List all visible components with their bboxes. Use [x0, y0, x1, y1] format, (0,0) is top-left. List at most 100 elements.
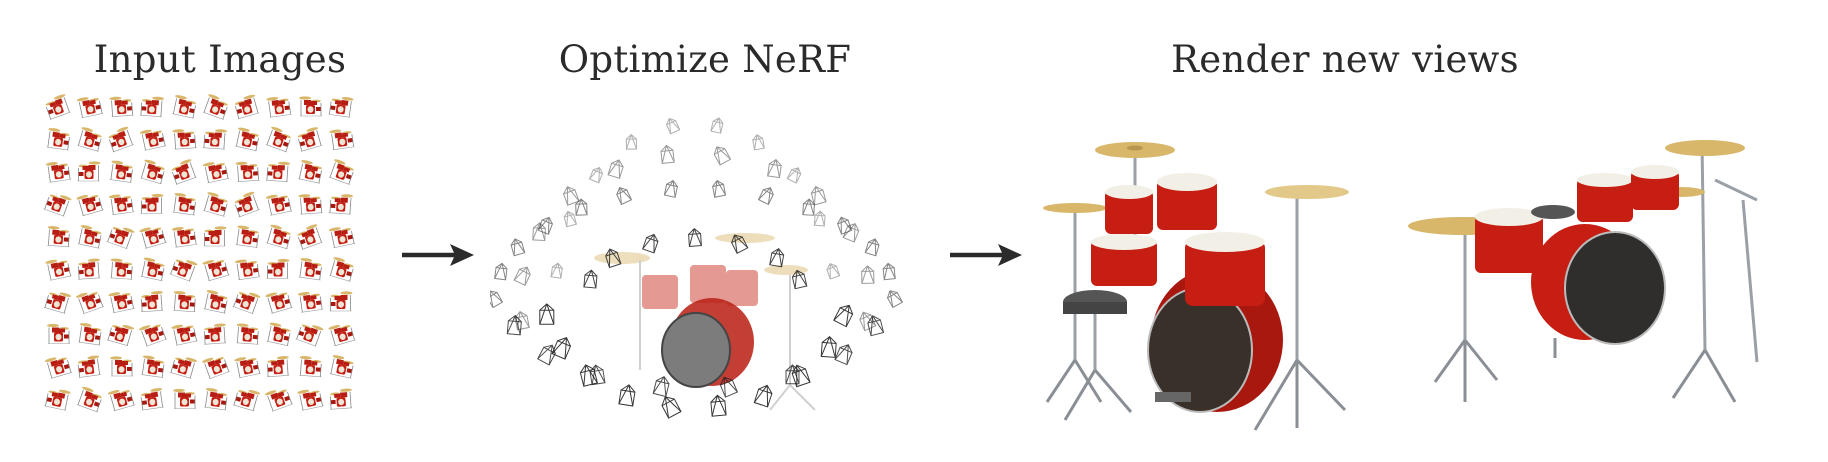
- input-thumbnail: [169, 255, 199, 283]
- input-thumbnail: [75, 354, 103, 378]
- input-thumbnail: [329, 290, 353, 312]
- camera-frustum-icon: [589, 364, 606, 386]
- input-thumbnail: [76, 223, 104, 249]
- camera-frustum-icon: [562, 186, 580, 206]
- right-arrow-icon: [402, 244, 474, 266]
- input-thumbnail: [294, 222, 324, 250]
- camera-frustum-icon: [826, 262, 841, 280]
- camera-poses: [490, 117, 904, 419]
- input-thumbnail: [170, 321, 199, 346]
- input-thumbnail: [296, 386, 325, 411]
- input-thumbnail: [234, 322, 261, 345]
- drum-kit-icon: [1408, 140, 1759, 403]
- input-thumbnail: [231, 190, 261, 218]
- input-thumbnail: [328, 192, 354, 215]
- input-thumbnail: [295, 125, 324, 152]
- input-thumbnail: [76, 93, 104, 119]
- input-thumbnail: [139, 95, 165, 118]
- input-thumbnail: [140, 193, 164, 214]
- camera-frustum-icon: [820, 335, 837, 358]
- input-thumbnail: [265, 191, 293, 216]
- input-thumbnail: [202, 288, 230, 314]
- input-thumbnail: [201, 255, 230, 282]
- camera-frustum-icon: [605, 248, 622, 269]
- input-thumbnail: [75, 190, 104, 217]
- input-thumbnail: [108, 191, 135, 216]
- drum-kit-icon: [1043, 142, 1349, 431]
- camera-frustum-icon: [833, 304, 854, 328]
- input-thumbnail: [75, 287, 105, 315]
- camera-frustum-icon: [752, 134, 765, 151]
- input-thumbnail: [327, 94, 355, 118]
- camera-frustum-icon: [859, 311, 877, 332]
- input-thumbnail: [139, 290, 165, 313]
- input-thumbnail: [109, 355, 134, 377]
- input-thumbnail: [139, 126, 167, 151]
- rendered-view-2: [1408, 140, 1759, 403]
- input-thumbnail: [108, 257, 135, 280]
- input-thumbnail: [106, 222, 136, 250]
- input-thumbnail: [76, 257, 102, 280]
- input-thumbnail: [138, 223, 167, 250]
- camera-frustum-icon: [616, 187, 633, 206]
- camera-frustum-icon: [506, 314, 522, 336]
- input-thumbnail: [265, 160, 291, 183]
- input-thumbnail: [43, 386, 72, 411]
- input-thumbnail: [75, 385, 105, 413]
- camera-frustum-icon: [769, 248, 785, 268]
- camera-frustum-icon: [882, 262, 896, 281]
- input-thumbnail: [201, 352, 231, 380]
- camera-frustum-icon: [618, 384, 636, 407]
- input-thumbnail: [108, 95, 134, 118]
- input-thumbnail: [76, 125, 105, 152]
- input-thumbnail: [45, 225, 72, 248]
- input-thumbnail: [107, 288, 136, 314]
- input-thumbnail: [264, 125, 294, 153]
- input-thumbnail: [201, 93, 231, 120]
- input-thumbnail: [202, 127, 228, 150]
- camera-frustum-icon: [494, 262, 508, 281]
- camera-frustum-icon: [886, 290, 904, 309]
- input-thumbnail: [202, 158, 230, 184]
- camera-frustum-icon: [510, 238, 526, 257]
- input-thumbnail: [232, 385, 261, 412]
- camera-frustum-icon: [834, 344, 853, 366]
- input-thumbnail: [296, 158, 325, 184]
- camera-frustum-icon: [710, 394, 727, 417]
- input-images-title: Input Images: [93, 38, 347, 81]
- input-thumbnail: [45, 159, 72, 183]
- camera-frustum-icon: [719, 376, 739, 398]
- right-arrow-icon: [950, 244, 1022, 266]
- bass-drum: [661, 298, 754, 388]
- input-thumbnail: [138, 387, 166, 411]
- input-thumbnail: [171, 224, 198, 248]
- input-thumbnail: [232, 287, 262, 315]
- camera-frustum-icon: [688, 227, 702, 247]
- input-thumbnail: [171, 290, 198, 313]
- input-thumbnail: [265, 94, 293, 118]
- input-thumbnail: [234, 224, 261, 248]
- camera-frustum-icon: [753, 384, 773, 408]
- input-thumbnail: [297, 289, 324, 313]
- input-thumbnail: [328, 353, 356, 379]
- input-thumbnail: [266, 258, 290, 279]
- input-thumbnail: [139, 256, 167, 282]
- camera-frustum-icon: [837, 216, 853, 235]
- camera-frustum-icon: [532, 222, 546, 242]
- camera-frustum-icon: [652, 375, 670, 398]
- camera-frustum-icon: [537, 344, 556, 366]
- camera-frustum-icon: [539, 303, 555, 325]
- input-thumbnail: [297, 257, 324, 281]
- camera-frustum-icon: [813, 210, 826, 227]
- input-thumbnail: [234, 256, 261, 281]
- input-thumbnail: [139, 158, 168, 185]
- input-thumbnail: [295, 320, 325, 348]
- camera-frustum-icon: [642, 233, 659, 254]
- camera-frustum-icon: [537, 216, 554, 235]
- camera-frustum-icon: [563, 210, 578, 228]
- camera-frustum-icon: [791, 269, 808, 290]
- camera-frustum-icon: [802, 198, 815, 216]
- camera-frustum-icon: [710, 117, 724, 134]
- input-thumbnail: [328, 126, 356, 151]
- camera-frustum-icon: [579, 364, 598, 387]
